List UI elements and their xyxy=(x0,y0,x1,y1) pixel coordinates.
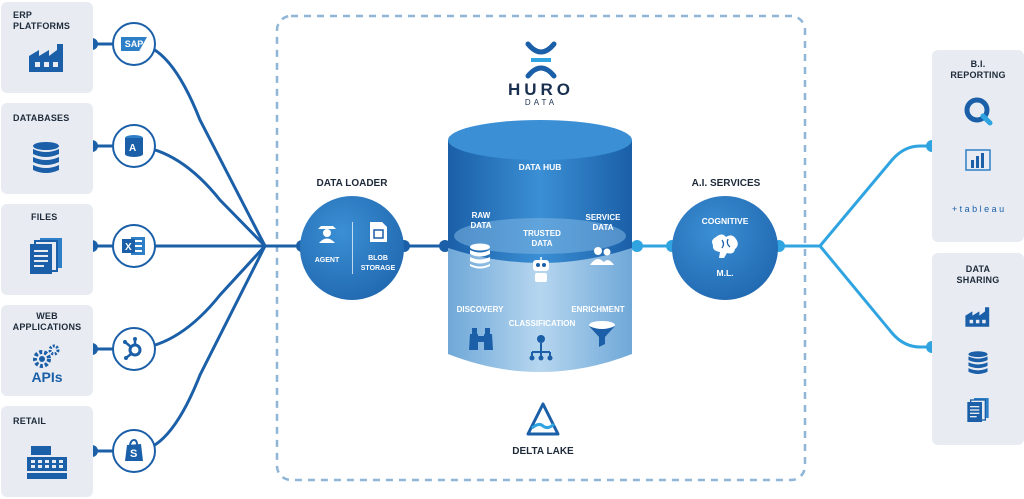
robot-icon xyxy=(533,257,549,282)
delta-lake-icon xyxy=(526,402,560,436)
classification-label: CLASSIFICATION xyxy=(508,319,576,328)
raw-data-label: RAW DATA xyxy=(470,211,492,230)
cash-register-icon xyxy=(27,446,67,479)
factory-icon xyxy=(29,44,63,72)
service-data-label: SERVICE DATA xyxy=(585,213,621,232)
huro-logo-icon xyxy=(525,41,557,79)
users-icon xyxy=(590,247,614,265)
database-icon xyxy=(33,142,59,173)
output-bi-reporting-panel: B.I. REPORTING + t a b l e a u xyxy=(932,50,1024,242)
hierarchy-icon xyxy=(529,335,553,361)
azure-sql-connector-icon: A xyxy=(112,124,156,168)
svg-text:A: A xyxy=(129,143,136,154)
panel-title: DATA SHARING xyxy=(956,264,1000,285)
agent-icon xyxy=(318,226,336,243)
enrichment-label: ENRICHMENT xyxy=(571,305,625,314)
huro-logo-subtext: DATA xyxy=(524,98,558,107)
blob-storage-label: BLOB STORAGE xyxy=(360,255,396,272)
sap-connector-icon: SAP xyxy=(112,22,156,66)
panel-title: ERP PLATFORMS xyxy=(13,10,71,31)
panel-title: WEB APPLICATIONS xyxy=(12,311,82,332)
factory-icon xyxy=(965,307,990,327)
svg-text:X: X xyxy=(125,242,132,253)
database-icon xyxy=(968,351,988,374)
loader-divider xyxy=(352,222,353,274)
huro-logo-text: HURO xyxy=(507,80,575,99)
blob-storage-icon xyxy=(370,222,387,242)
shopify-connector-icon: S xyxy=(112,429,156,473)
hubspot-connector-icon xyxy=(112,327,156,371)
sap-logo: SAP xyxy=(121,37,147,51)
power-bi-icon xyxy=(965,149,991,171)
shopify-icon: S xyxy=(125,439,143,461)
gears-icon xyxy=(33,344,60,368)
hubspot-icon xyxy=(123,337,142,360)
binoculars-icon xyxy=(469,328,493,350)
files-icon xyxy=(967,398,989,422)
trusted-data-label: TRUSTED DATA xyxy=(523,229,561,248)
apis-label: APIs xyxy=(31,369,63,385)
qlik-icon xyxy=(964,97,993,126)
data-loader-title: DATA LOADER xyxy=(316,178,388,189)
panel-title: FILES xyxy=(31,212,58,222)
data-hub-title: DATA HUB xyxy=(518,162,562,172)
source-retail-panel: RETAIL xyxy=(1,406,93,497)
source-files-panel: FILES xyxy=(1,204,93,295)
azure-sql-icon: A xyxy=(125,135,143,157)
brain-icon xyxy=(712,234,738,258)
cognitive-label: COGNITIVE xyxy=(701,216,749,226)
source-erp-panel: ERP PLATFORMS xyxy=(1,2,93,93)
delta-lake-label: DELTA LAKE xyxy=(512,446,574,457)
output-data-sharing-panel: DATA SHARING xyxy=(932,253,1024,445)
tableau-logo: + t a b l e a u xyxy=(951,204,1005,214)
panel-title: B.I. REPORTING xyxy=(950,59,1006,80)
source-web-apps-panel: WEB APPLICATIONS APIs xyxy=(1,305,93,396)
source-databases-panel: DATABASES xyxy=(1,103,93,194)
ai-services-title: A.I. SERVICES xyxy=(691,178,761,189)
data-hub-cylinder xyxy=(448,120,632,372)
discovery-label: DISCOVERY xyxy=(456,305,504,314)
files-icon xyxy=(30,238,62,274)
panel-title: RETAIL xyxy=(13,416,47,426)
funnel-icon xyxy=(589,321,615,347)
panel-title: DATABASES xyxy=(13,113,70,123)
raw-data-database-icon xyxy=(470,243,490,269)
ml-label: M.L. xyxy=(716,268,734,278)
agent-label: AGENT xyxy=(314,257,340,264)
excel-icon: X xyxy=(122,237,145,255)
excel-connector-icon: X xyxy=(112,224,156,268)
svg-text:S: S xyxy=(130,448,137,460)
